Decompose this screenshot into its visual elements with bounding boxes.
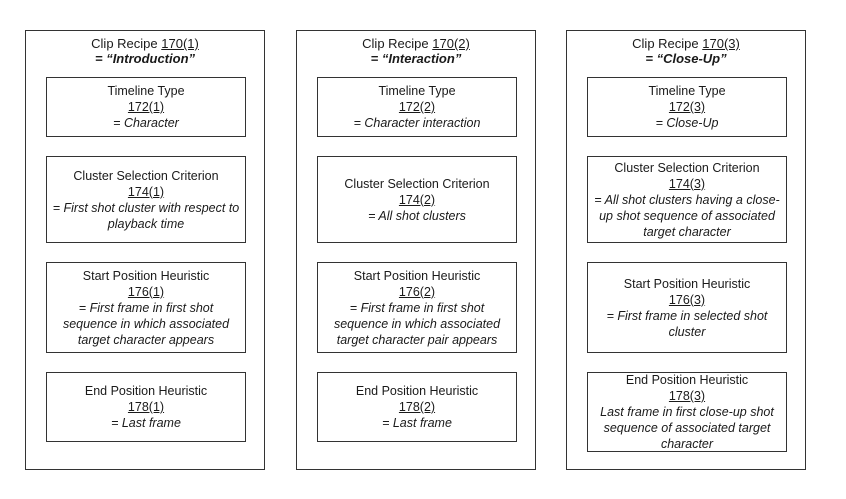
- box-title: Start Position Heuristic: [353, 268, 481, 283]
- recipe-title: Clip Recipe 170(1) = “Introduction”: [26, 36, 264, 66]
- box-ref: 172(1): [127, 100, 165, 114]
- recipe-title: Clip Recipe 170(3) = “Close-Up”: [567, 36, 805, 66]
- box-ref: 178(2): [398, 400, 436, 414]
- box-value: = Character: [113, 116, 179, 130]
- cluster-selection-box: Cluster Selection Criterion 174(3) = All…: [587, 156, 787, 243]
- box-value: = Close-Up: [655, 116, 719, 130]
- box-title: End Position Heuristic: [84, 384, 208, 398]
- box-title: Cluster Selection Criterion: [73, 168, 219, 183]
- box-ref: 172(2): [398, 100, 436, 114]
- cluster-selection-box: Cluster Selection Criterion 174(2) = All…: [317, 156, 517, 243]
- box-ref: 176(2): [398, 284, 436, 299]
- timeline-type-box: Timeline Type 172(2) = Character interac…: [317, 77, 517, 137]
- box-ref: 174(3): [668, 176, 706, 191]
- box-ref: 176(3): [668, 292, 706, 307]
- box-ref: 174(2): [398, 192, 436, 207]
- box-title: Timeline Type: [107, 84, 185, 98]
- recipe-title-label: Clip Recipe: [91, 36, 158, 51]
- box-value: = First frame in first shot sequence in …: [333, 300, 501, 347]
- recipe-name: = “Close-Up”: [645, 51, 727, 66]
- box-ref: 176(1): [127, 284, 165, 299]
- box-ref: 174(1): [127, 184, 165, 199]
- box-value: = Last frame: [111, 416, 181, 430]
- end-position-box: End Position Heuristic 178(2) = Last fra…: [317, 372, 517, 442]
- box-title: Start Position Heuristic: [623, 276, 751, 291]
- recipe-ref: 170(3): [702, 36, 740, 51]
- box-title: End Position Heuristic: [625, 373, 749, 387]
- cluster-selection-box: Cluster Selection Criterion 174(1) = Fir…: [46, 156, 246, 243]
- box-title: End Position Heuristic: [355, 384, 479, 398]
- end-position-box: End Position Heuristic 178(3) Last frame…: [587, 372, 787, 452]
- timeline-type-box: Timeline Type 172(1) = Character: [46, 77, 246, 137]
- box-title: Cluster Selection Criterion: [344, 176, 490, 191]
- recipe-name: = “Interaction”: [370, 51, 462, 66]
- box-ref: 178(3): [668, 389, 706, 403]
- recipe-title-label: Clip Recipe: [632, 36, 699, 51]
- box-ref: 178(1): [127, 400, 165, 414]
- timeline-type-box: Timeline Type 172(3) = Close-Up: [587, 77, 787, 137]
- box-value: Last frame in first close-up shot sequen…: [600, 405, 774, 451]
- recipe-ref: 170(1): [161, 36, 199, 51]
- box-title: Cluster Selection Criterion: [614, 160, 760, 175]
- box-title: Timeline Type: [648, 84, 726, 98]
- box-value: = First shot cluster with respect to pla…: [52, 200, 240, 231]
- recipe-ref: 170(2): [432, 36, 470, 51]
- box-value: = All shot clusters: [368, 208, 466, 223]
- box-ref: 172(3): [668, 100, 706, 114]
- box-value: = All shot clusters having a close-up sh…: [594, 192, 780, 239]
- box-value: = Character interaction: [353, 116, 481, 130]
- clip-recipe-3: Clip Recipe 170(3) = “Close-Up” Timeline…: [566, 30, 806, 470]
- box-value: = Last frame: [382, 416, 452, 430]
- clip-recipe-1: Clip Recipe 170(1) = “Introduction” Time…: [25, 30, 265, 470]
- end-position-box: End Position Heuristic 178(1) = Last fra…: [46, 372, 246, 442]
- recipe-title-label: Clip Recipe: [362, 36, 429, 51]
- recipe-title: Clip Recipe 170(2) = “Interaction”: [297, 36, 535, 66]
- start-position-box: Start Position Heuristic 176(1) = First …: [46, 262, 246, 353]
- box-title: Start Position Heuristic: [82, 268, 210, 283]
- box-title: Timeline Type: [378, 84, 456, 98]
- clip-recipe-2: Clip Recipe 170(2) = “Interaction” Timel…: [296, 30, 536, 470]
- recipe-name: = “Introduction”: [94, 51, 196, 66]
- start-position-box: Start Position Heuristic 176(2) = First …: [317, 262, 517, 353]
- start-position-box: Start Position Heuristic 176(3) = First …: [587, 262, 787, 353]
- box-value: = First frame in first shot sequence in …: [62, 300, 230, 347]
- box-value: = First frame in selected shot cluster: [606, 308, 768, 339]
